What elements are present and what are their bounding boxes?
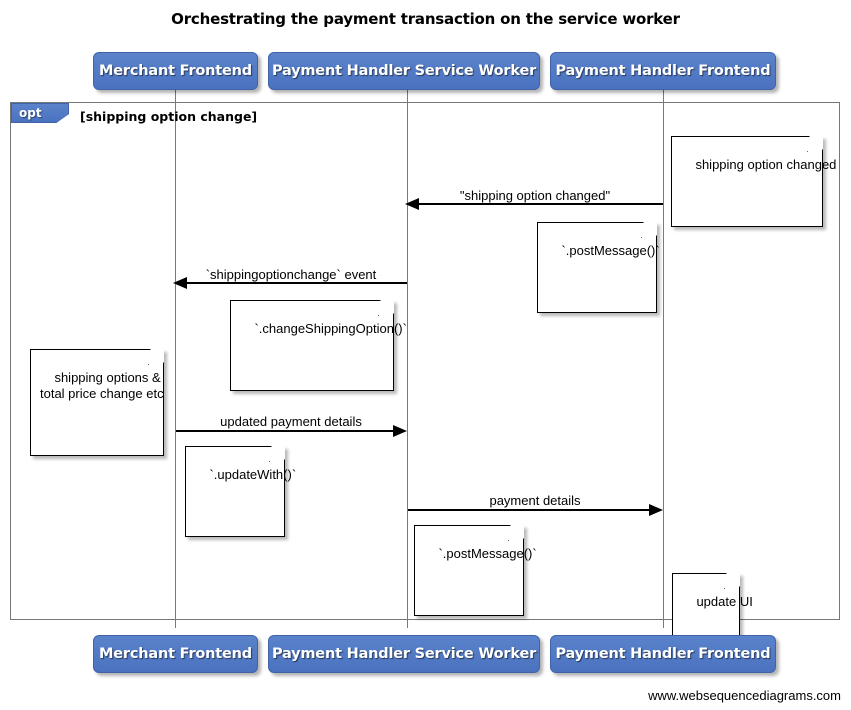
- participant-label: Merchant Frontend: [99, 646, 252, 662]
- note-fold-icon: [380, 300, 394, 314]
- note-text: `.postMessage()`: [438, 546, 537, 561]
- participant-label: Payment Handler Service Worker: [271, 646, 537, 662]
- participant-label: Merchant Frontend: [99, 63, 252, 79]
- message-line-payment-details: [408, 509, 649, 511]
- fragment-kind-label: opt: [19, 106, 42, 120]
- note-post-message-1: `.postMessage()`: [537, 222, 660, 313]
- participant-payment-handler-frontend-bottom[interactable]: Payment Handler Frontend: [550, 635, 776, 673]
- note-text: `.postMessage()`: [561, 243, 660, 258]
- note-fold-icon: [271, 446, 285, 460]
- note-text: `.updateWith()`: [209, 467, 297, 482]
- participant-label: Payment Handler Frontend: [555, 646, 771, 662]
- participant-payment-handler-frontend-top[interactable]: Payment Handler Frontend: [550, 52, 776, 90]
- note-fold-icon: [643, 222, 657, 236]
- note-fold-icon: [726, 573, 740, 587]
- note-shipping-option-changed: shipping option changed: [671, 136, 836, 227]
- note-fold-icon: [150, 349, 164, 363]
- participant-merchant-frontend-top[interactable]: Merchant Frontend: [93, 52, 258, 90]
- note-text: shipping option changed: [695, 157, 837, 172]
- message-line-updated-payment-details: [176, 430, 393, 432]
- message-label-shipping-option-changed: "shipping option changed": [459, 188, 611, 203]
- note-text: shipping options & total price change et…: [40, 370, 164, 401]
- participant-payment-handler-service-worker-top[interactable]: Payment Handler Service Worker: [268, 52, 540, 90]
- arrowhead-right-icon: [393, 425, 407, 437]
- lifeline-merchant-frontend: [175, 88, 176, 628]
- fragment-opt-badge: opt: [11, 103, 69, 123]
- note-change-shipping-option: `.changeShippingOption()`: [230, 300, 407, 391]
- page-title: Orchestrating the payment transaction on…: [171, 10, 680, 28]
- participant-merchant-frontend-bottom[interactable]: Merchant Frontend: [93, 635, 258, 673]
- message-label-shippingoptionchange-event: `shippingoptionchange` event: [205, 267, 377, 282]
- message-label-payment-details: payment details: [489, 493, 581, 508]
- message-line-shipping-option-changed: [409, 203, 663, 205]
- fragment-opt-frame: [10, 102, 840, 620]
- participant-label: Payment Handler Service Worker: [271, 63, 537, 79]
- arrowhead-left-icon: [405, 198, 419, 210]
- note-text: update UI: [696, 594, 753, 609]
- note-shipping-options-total-price: shipping options & total price change et…: [30, 349, 164, 456]
- lifeline-payment-handler-service-worker: [407, 88, 408, 628]
- arrowhead-right-icon: [649, 504, 663, 516]
- note-text: `.changeShippingOption()`: [254, 321, 407, 336]
- note-fold-icon: [510, 525, 524, 539]
- fragment-guard-label: [shipping option change]: [80, 109, 258, 124]
- message-line-shippingoptionchange-event: [177, 282, 407, 284]
- arrowhead-left-icon: [173, 277, 187, 289]
- participant-label: Payment Handler Frontend: [555, 63, 771, 79]
- note-update-with: `.updateWith()`: [185, 446, 296, 537]
- footer-watermark: www.websequencediagrams.com: [648, 688, 841, 703]
- message-label-updated-payment-details: updated payment details: [220, 414, 362, 429]
- note-post-message-2: `.postMessage()`: [414, 525, 537, 616]
- note-fold-icon: [809, 136, 823, 150]
- participant-payment-handler-service-worker-bottom[interactable]: Payment Handler Service Worker: [268, 635, 540, 673]
- lifeline-payment-handler-frontend: [663, 88, 664, 628]
